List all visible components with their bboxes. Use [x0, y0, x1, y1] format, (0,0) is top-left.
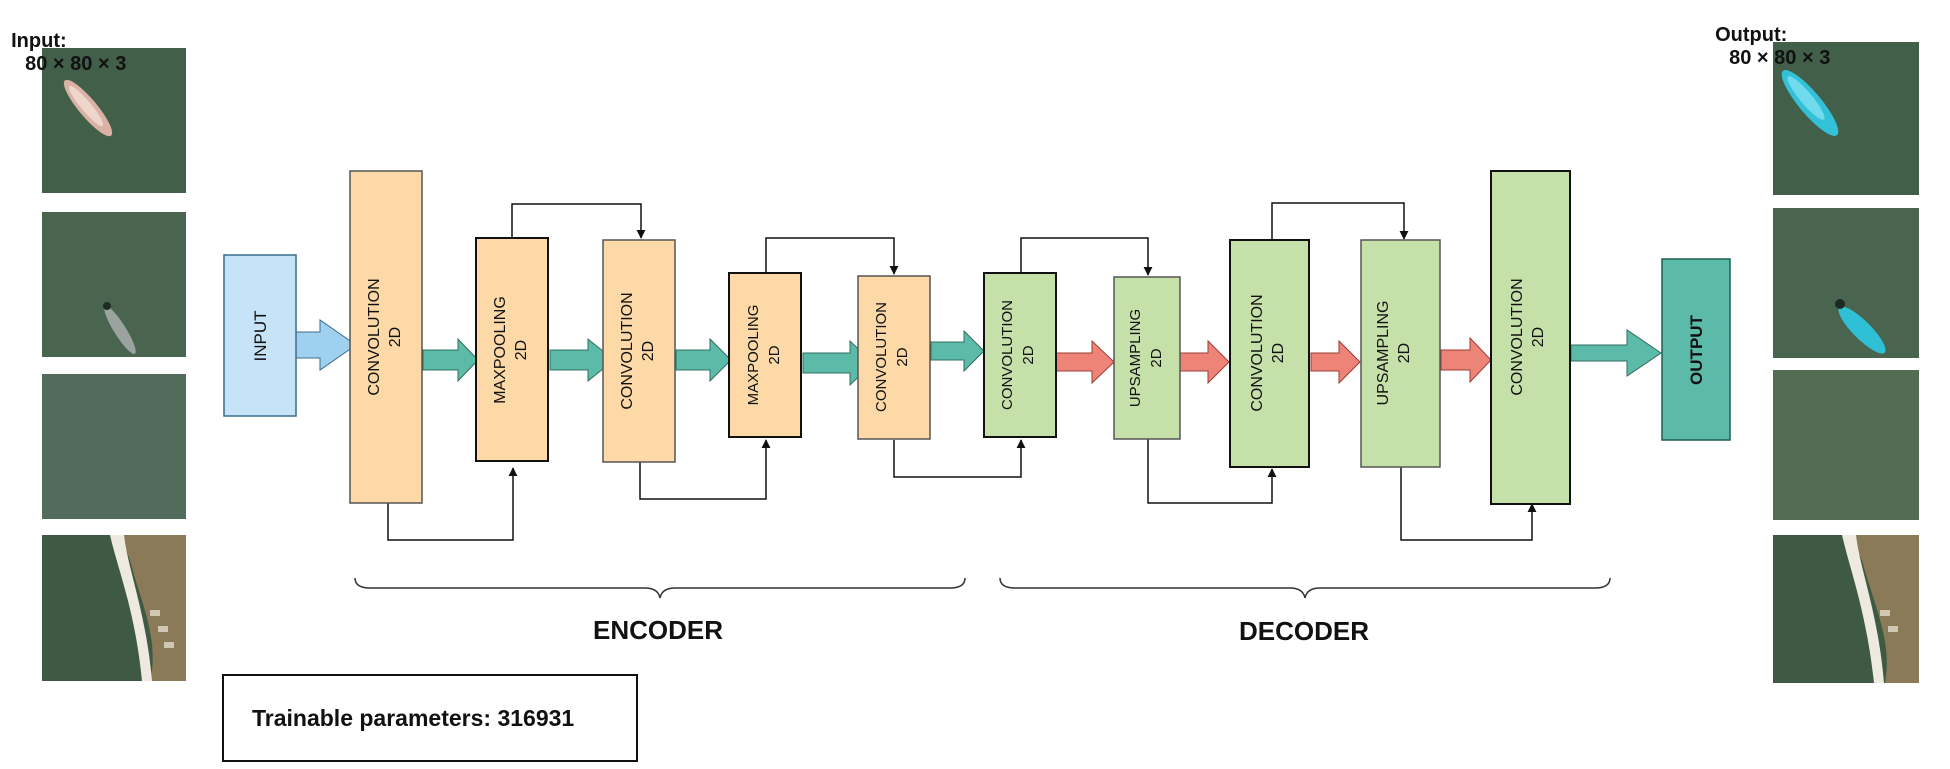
block-pool2-sub: 2D [766, 345, 783, 364]
input-image-ship-1 [42, 48, 186, 193]
arrow-conv5-up2 [1310, 339, 1361, 385]
block-conv6: CONVOLUTION 2D [1490, 170, 1571, 505]
output-image-coast [1773, 535, 1919, 683]
block-up1-label: UPSAMPLING [1127, 309, 1144, 407]
skip-up2-conv6 [1400, 467, 1537, 541]
input-image-water [42, 374, 186, 519]
block-pool2: MAXPOOLING 2D [728, 272, 802, 438]
block-up2-label: UPSAMPLING [1375, 301, 1392, 406]
arrow-conv6-output [1570, 329, 1662, 377]
block-pool1-sub: 2D [513, 340, 530, 360]
section-braces [354, 577, 1611, 599]
block-input-label: INPUT [251, 311, 270, 362]
output-header: Output: 80 × 80 × 3 [1704, 1, 1830, 70]
arrow-conv4-up1 [1055, 339, 1115, 385]
output-image-ship-1 [1773, 42, 1919, 195]
skip-pool2-conv3 [765, 237, 899, 275]
block-pool1-label: MAXPOOLING [492, 296, 509, 404]
arrow-conv2-pool2 [675, 337, 732, 383]
input-image-coast [42, 535, 186, 681]
encoder-brace [354, 577, 966, 599]
block-pool1: MAXPOOLING 2D [475, 237, 549, 462]
encoder-label: ENCODER [593, 615, 723, 645]
block-output-label: OUTPUT [1687, 314, 1706, 385]
block-conv1-sub: 2D [387, 327, 404, 347]
block-up1-sub: 2D [1148, 348, 1165, 367]
output-image-ship-2 [1773, 208, 1919, 358]
block-conv1-label: CONVOLUTION [366, 278, 383, 395]
block-conv5: CONVOLUTION 2D [1229, 239, 1310, 468]
output-header-dims: 80 × 80 × 3 [1729, 47, 1831, 69]
skip-up1-conv5 [1147, 439, 1277, 504]
block-conv5-sub: 2D [1270, 343, 1287, 363]
trainable-parameters-text: Trainable parameters: 316931 [252, 704, 575, 731]
skip-conv4-up1 [1020, 237, 1153, 276]
block-conv2: CONVOLUTION 2D [602, 239, 676, 463]
input-images [42, 48, 186, 681]
block-conv2-sub: 2D [640, 341, 657, 361]
block-conv4: CONVOLUTION 2D [983, 272, 1057, 438]
skip-conv1-pool1 [387, 467, 518, 541]
layer-blocks: INPUT CONVOLUTION 2D MAXPOOLING 2D CONVO… [223, 170, 1731, 505]
block-conv2-label: CONVOLUTION [619, 292, 636, 409]
block-up1: UPSAMPLING 2D [1113, 276, 1181, 440]
arrow-conv1-pool1 [422, 337, 479, 383]
skip-connections [387, 202, 1537, 541]
trainable-parameters-box: Trainable parameters: 316931 [222, 674, 638, 762]
flow-arrows [295, 319, 1662, 387]
output-header-label: Output: [1715, 24, 1788, 46]
decoder-brace [999, 577, 1611, 599]
decoder-label: DECODER [1239, 616, 1369, 646]
block-conv4-sub: 2D [1020, 345, 1037, 364]
output-images [1773, 42, 1919, 683]
input-header-dims: 80 × 80 × 3 [25, 53, 127, 75]
arrow-up1-conv5 [1179, 339, 1230, 385]
skip-conv3-conv4 [893, 439, 1026, 478]
block-conv1: CONVOLUTION 2D [349, 170, 423, 504]
block-conv6-label: CONVOLUTION [1509, 278, 1526, 395]
block-conv3-label: CONVOLUTION [873, 302, 890, 412]
input-header-label: Input: [11, 30, 67, 52]
input-header: Input: 80 × 80 × 3 [0, 7, 126, 76]
block-conv3-sub: 2D [894, 347, 911, 366]
skip-conv2-pool2 [639, 439, 771, 500]
block-pool2-label: MAXPOOLING [745, 305, 762, 406]
block-conv4-label: CONVOLUTION [999, 300, 1016, 410]
block-output: OUTPUT [1661, 258, 1731, 441]
arrow-conv3-conv4 [930, 329, 985, 373]
arrow-up2-conv6 [1440, 336, 1492, 384]
input-image-ship-2 [42, 212, 186, 357]
output-image-water [1773, 370, 1919, 520]
block-input: INPUT [223, 254, 297, 417]
block-conv5-label: CONVOLUTION [1249, 294, 1266, 411]
block-up2-sub: 2D [1396, 343, 1413, 363]
arrow-pool1-conv2 [549, 337, 615, 383]
skip-pool1-conv2 [511, 203, 646, 239]
arrow-input-conv1 [295, 319, 357, 371]
block-conv6-sub: 2D [1530, 327, 1547, 347]
skip-conv5-up2 [1271, 202, 1409, 240]
block-conv3: CONVOLUTION 2D [857, 275, 931, 440]
block-up2: UPSAMPLING 2D [1360, 239, 1441, 468]
